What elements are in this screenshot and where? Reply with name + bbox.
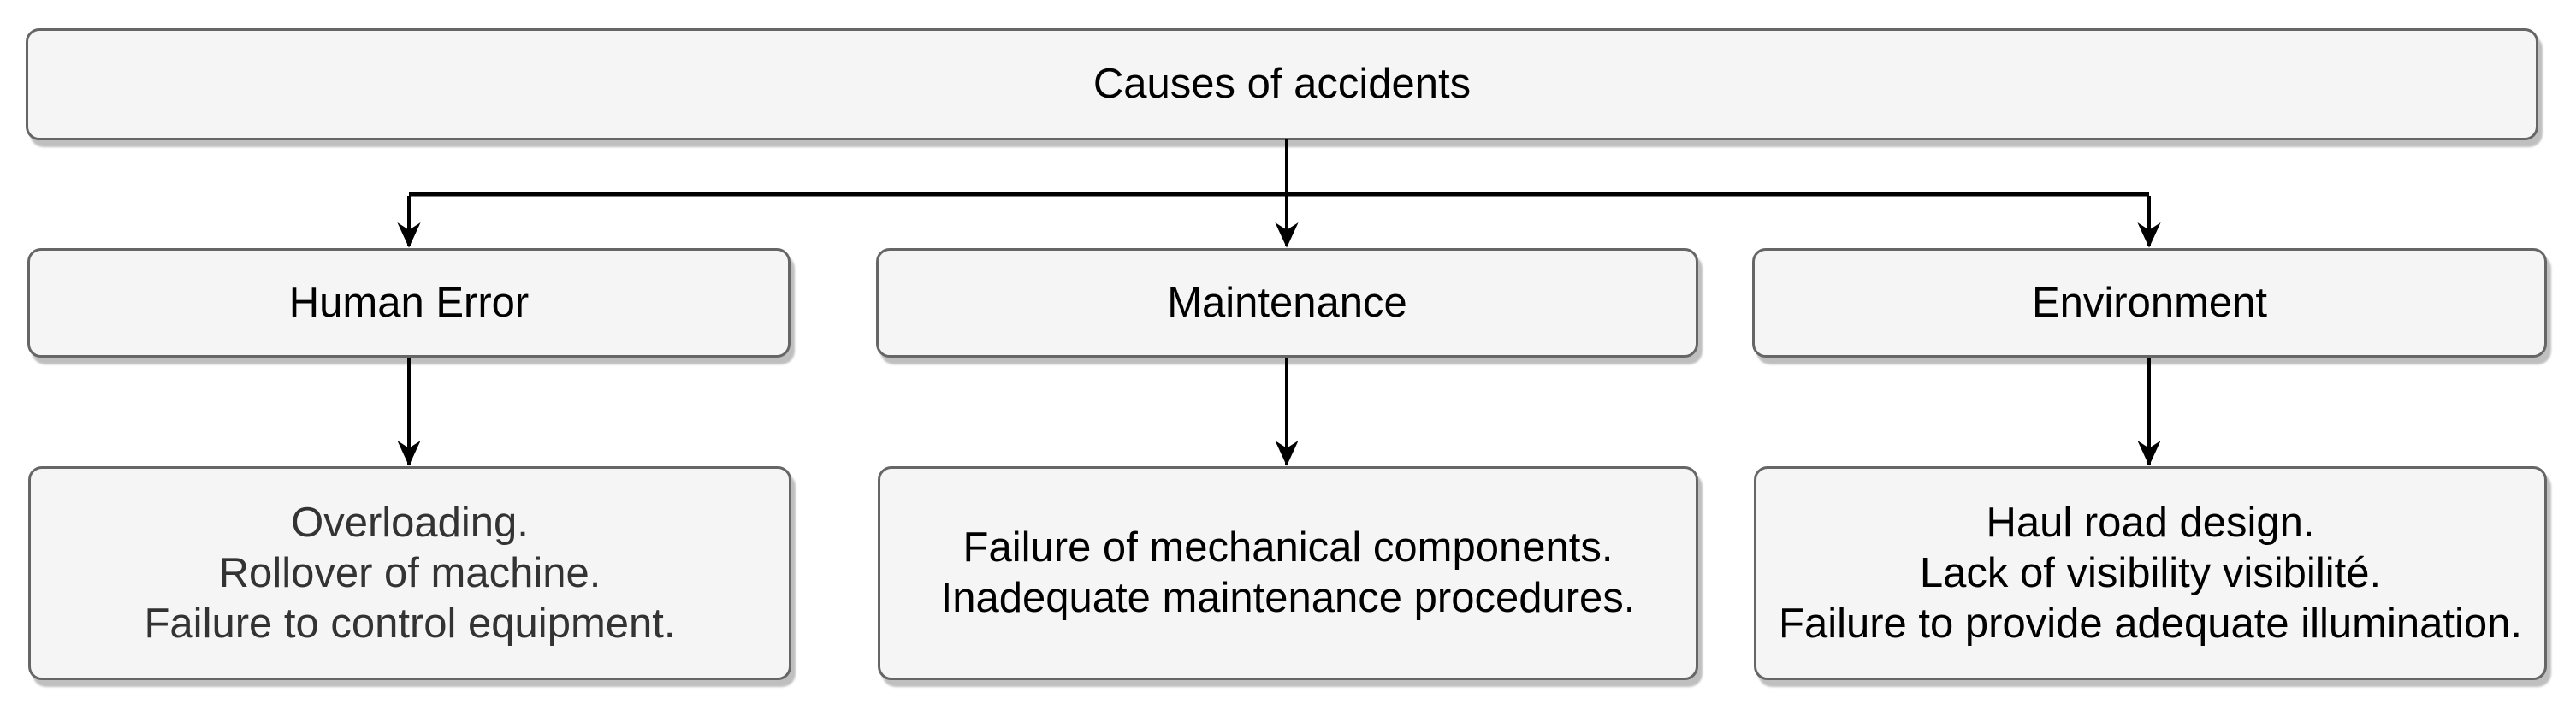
human-error-detail-line: Overloading. (291, 499, 529, 546)
node-environment-label: Environment (2031, 279, 2268, 326)
node-maintenance-label: Maintenance (1167, 279, 1407, 326)
environment-detail-line: Lack of visibility visibilité. (1919, 549, 2382, 596)
node-maintenance: Maintenance (876, 248, 1698, 358)
node-environment-details: Haul road design. Lack of visibility vis… (1754, 466, 2547, 680)
environment-detail-line: Failure to provide adequate illumination… (1779, 600, 2522, 647)
node-maintenance-details: Failure of mechanical components. Inadeq… (878, 466, 1698, 680)
node-causes-of-accidents: Causes of accidents (26, 28, 2538, 140)
node-human-error-label: Human Error (288, 279, 530, 326)
human-error-detail-line: Failure to control equipment. (144, 600, 676, 647)
maintenance-detail-line: Inadequate maintenance procedures. (940, 575, 1636, 621)
node-human-error-details: Overloading. Rollover of machine. Failur… (28, 466, 791, 680)
node-human-error: Human Error (27, 248, 791, 358)
environment-detail-line: Haul road design. (1986, 499, 2315, 546)
maintenance-detail-line: Failure of mechanical components. (962, 524, 1614, 571)
node-environment: Environment (1752, 248, 2547, 358)
node-causes-of-accidents-label: Causes of accidents (1093, 61, 1472, 107)
human-error-detail-line: Rollover of machine. (218, 549, 601, 596)
